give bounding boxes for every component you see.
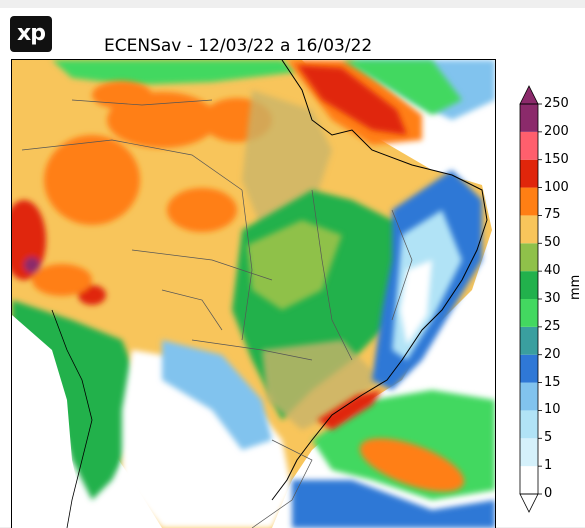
xp-logo: xp [10, 16, 52, 52]
colorbar-segment [520, 271, 538, 299]
east-coast-white [400, 260, 432, 345]
colorbar-segment [520, 104, 538, 132]
colorbar-tick-label: 30 [544, 291, 561, 306]
colorbar-segment [520, 187, 538, 216]
andes-heavy-rain [12, 200, 106, 305]
northeast-coast-red [297, 65, 407, 135]
south-central-tan [262, 340, 382, 430]
colorbar [519, 85, 542, 513]
north-green-band [52, 60, 297, 85]
colorbar-tick-label: 0 [544, 486, 553, 501]
colorbar-segment [520, 466, 538, 494]
colorbar-segment [520, 243, 538, 272]
colorbar-segment [520, 159, 538, 188]
colorbar-segment [520, 382, 538, 411]
colorbar-extend-top [519, 85, 539, 105]
colorbar-segment [520, 354, 538, 383]
colorbar-tick-label: 25 [544, 318, 561, 334]
coastline [51, 60, 488, 528]
precipitation-map[interactable] [11, 59, 496, 528]
colorbar-tick-label: 40 [544, 263, 561, 279]
southwest-dry [122, 350, 292, 528]
colorbar-tick-label: 1 [544, 458, 553, 474]
colorbar-tick-label: 20 [544, 346, 561, 362]
central-light-green [247, 220, 342, 310]
map-title: ECENSav - 12/03/22 a 16/03/22 [104, 36, 373, 56]
colorbar-tick-label: 5 [544, 430, 553, 446]
colorbar-tick-label: 50 [544, 235, 561, 251]
colorbar-segment [520, 299, 538, 327]
colorbar-segment [520, 131, 538, 160]
pacific-white [12, 315, 87, 528]
colorbar-tick-label: 100 [544, 179, 569, 195]
colorbar-segment [520, 215, 538, 244]
north-atlantic-green [342, 60, 462, 115]
atlantic-blue-band [292, 480, 495, 528]
colorbar-extend-bottom [519, 493, 539, 513]
colorbar-tick-label: 250 [544, 96, 569, 111]
colorbar-segment [520, 326, 538, 355]
colorbar-segment [520, 410, 538, 439]
map-svg [12, 60, 495, 528]
colorbar-tick-label: 150 [544, 151, 569, 167]
sul-coast-red [317, 390, 382, 430]
state-borders [21, 99, 413, 528]
colorbar-tick-label: 200 [544, 123, 569, 139]
colorbar-segment [520, 438, 538, 467]
atlantic-heavy-cell [359, 438, 465, 492]
colorbar-unit: mm [568, 274, 583, 300]
colorbar-tick-label: 75 [544, 207, 561, 223]
southwest-blue [162, 340, 272, 450]
colorbar-tick-label: 10 [544, 402, 561, 418]
colorbar-tick-label: 15 [544, 374, 561, 390]
